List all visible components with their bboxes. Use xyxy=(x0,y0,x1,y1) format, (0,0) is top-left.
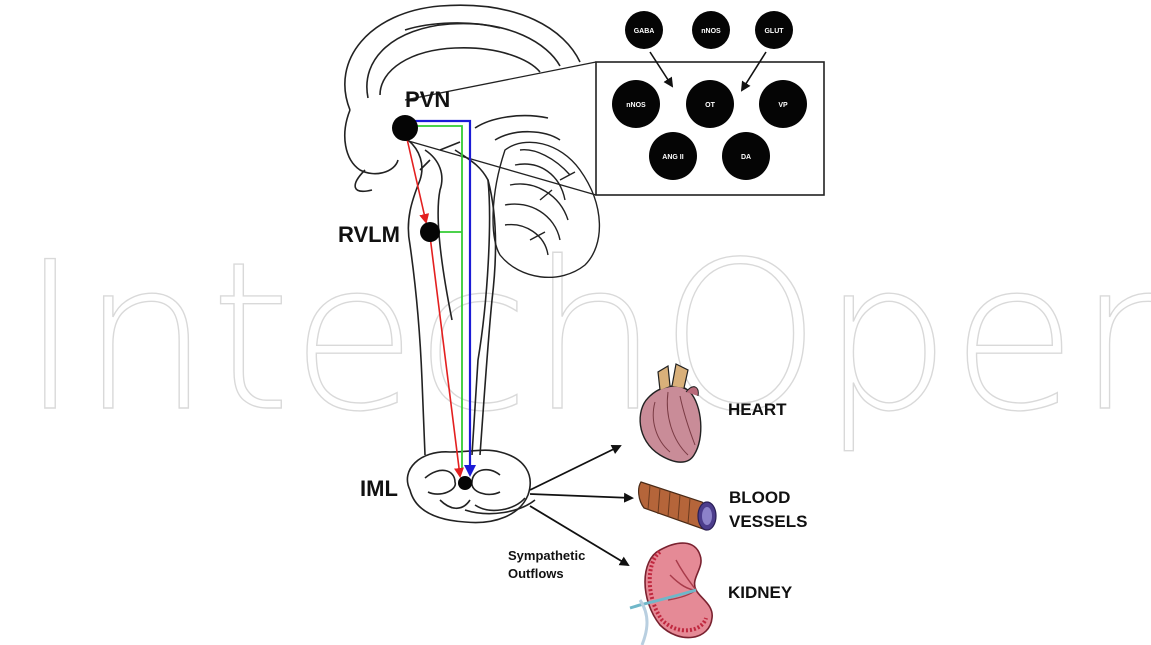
svg-text:OT: OT xyxy=(705,102,715,109)
blood-vessels-label-line1: BLOOD xyxy=(729,488,790,507)
svg-text:GABA: GABA xyxy=(634,28,655,35)
svg-text:VP: VP xyxy=(778,102,788,109)
pvn-nucleus xyxy=(392,115,418,141)
outflows-label-line2: Outflows xyxy=(508,566,564,581)
svg-text:nNOS: nNOS xyxy=(626,102,646,109)
blood-vessel-icon xyxy=(639,482,716,530)
svg-text:nNOS: nNOS xyxy=(701,28,721,35)
nt-circle-vp: VP xyxy=(759,80,807,128)
pvn-label: PVN xyxy=(405,87,450,112)
watermark-text: IntechOpen xyxy=(20,219,1151,457)
kidney-label: KIDNEY xyxy=(728,583,793,602)
svg-text:DA: DA xyxy=(741,154,751,161)
nt-circle-nnos-input: nNOS xyxy=(692,11,730,49)
heart-label: HEART xyxy=(728,400,787,419)
rvlm-nucleus xyxy=(420,222,440,242)
neurotransmitter-box xyxy=(405,62,824,195)
iml-label: IML xyxy=(360,476,398,501)
rvlm-label: RVLM xyxy=(338,222,400,247)
svg-text:GLUT: GLUT xyxy=(764,28,784,35)
nt-circle-ang-ii: ANG II xyxy=(649,132,697,180)
nt-circle-glut: GLUT xyxy=(755,11,793,49)
nt-circle-nnos: nNOS xyxy=(612,80,660,128)
outflows-label-line1: Sympathetic xyxy=(508,548,585,563)
svg-text:ANG II: ANG II xyxy=(662,154,683,161)
nt-circle-ot: OT xyxy=(686,80,734,128)
kidney-icon xyxy=(630,543,712,645)
pvn-rvlm-pathway xyxy=(405,130,426,222)
spinal-cord-section xyxy=(407,450,535,522)
blood-vessels-label-line2: VESSELS xyxy=(729,512,807,531)
outflow-arrow-vessels xyxy=(530,494,632,498)
nt-circle-gaba: GABA xyxy=(625,11,663,49)
iml-nucleus xyxy=(458,476,472,490)
nt-circle-da: DA xyxy=(722,132,770,180)
